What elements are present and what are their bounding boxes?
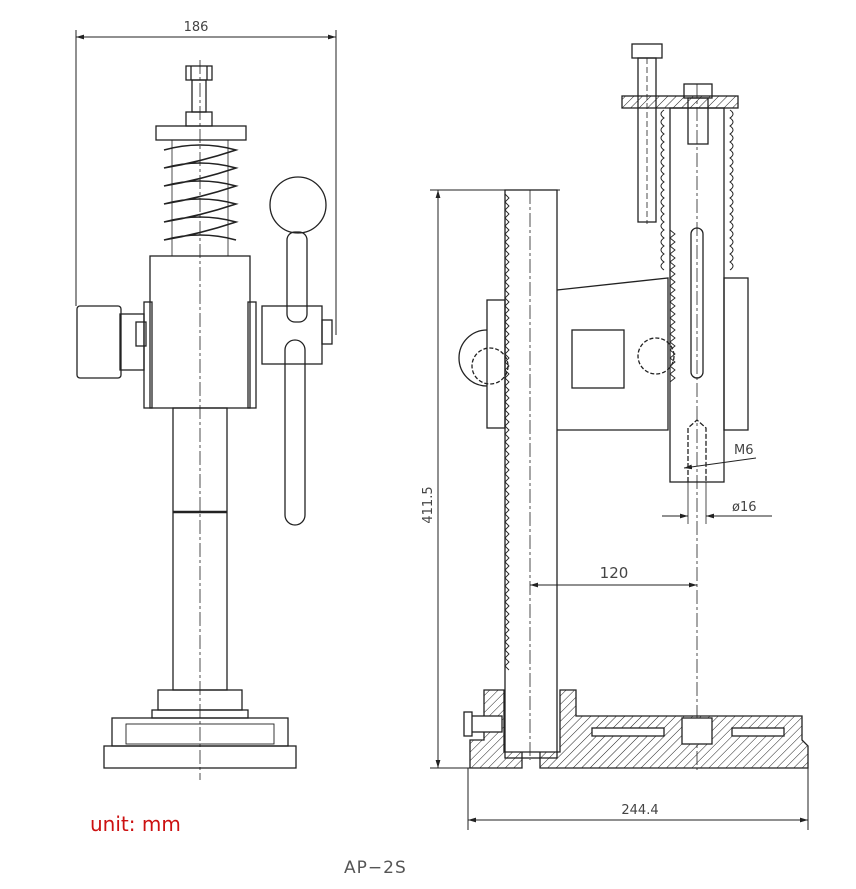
front-left-knob [76, 305, 122, 379]
side-view [430, 43, 809, 830]
side-base-center-hole [681, 717, 713, 745]
side-arm-window [571, 329, 625, 389]
side-right-gear [637, 337, 675, 375]
dim-throat-depth: 120 [600, 564, 629, 582]
dim-base-length: 244.4 [621, 803, 658, 818]
side-base-screw [469, 715, 503, 733]
dim-width-front: 186 [184, 20, 209, 35]
front-handle-arm [286, 231, 308, 323]
side-rack-teeth [504, 193, 510, 671]
front-top-bolt-head [185, 65, 213, 81]
front-handle-ball [269, 176, 327, 234]
front-lever [284, 339, 306, 526]
front-right-hub [261, 305, 323, 365]
side-left-gear [471, 347, 509, 385]
side-plunger-top [687, 97, 709, 145]
side-spring-right [729, 109, 734, 271]
front-top-plate [155, 125, 247, 141]
unit-label: unit: mm [90, 812, 181, 836]
side-rack-column [504, 189, 558, 759]
dim-thread: M6 [734, 443, 754, 458]
dim-height-side: 411.5 [421, 486, 436, 523]
side-pinion-bracket [486, 299, 506, 429]
front-top-bolt-shank [191, 79, 207, 113]
side-arm [556, 277, 669, 431]
side-bolt-head [631, 43, 663, 59]
side-guide-block [723, 277, 749, 431]
side-plunger-rack [669, 229, 676, 383]
front-view [75, 30, 337, 780]
model-label: AP−2S [344, 858, 407, 878]
side-top-plate [621, 95, 739, 109]
side-spring-left [660, 109, 665, 271]
dim-shaft-diameter: ø16 [732, 500, 757, 515]
